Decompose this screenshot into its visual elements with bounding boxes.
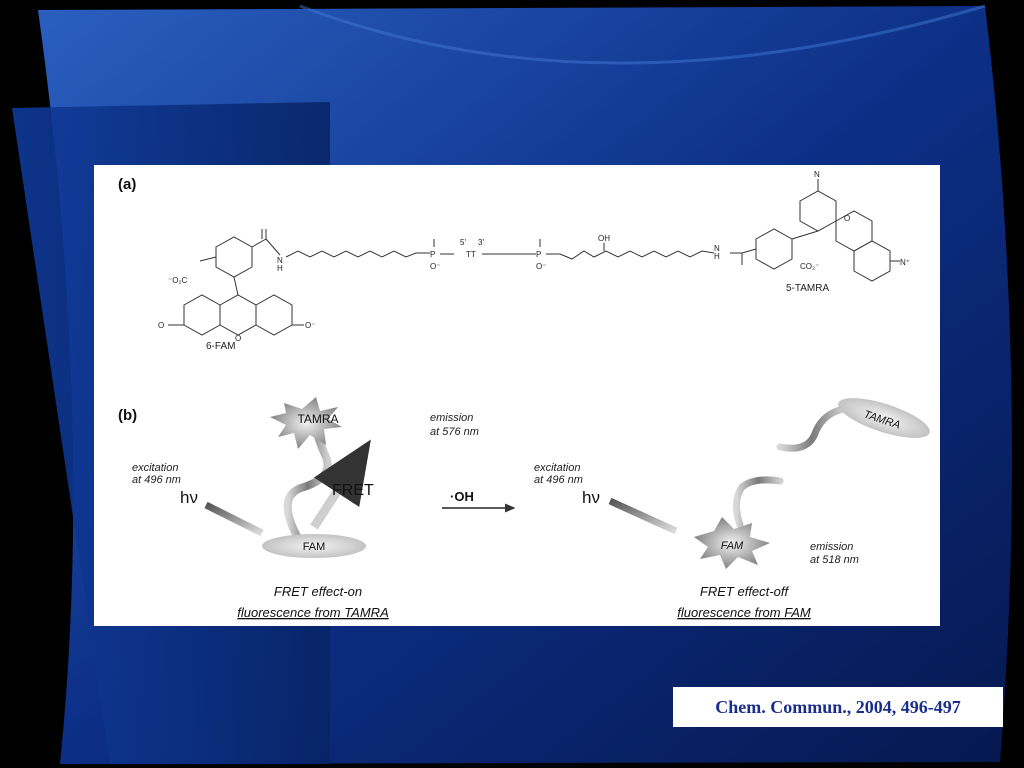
fret-off-scene: TAMRA FAM excitation at 496 nm hν emissi…	[534, 398, 930, 569]
fam-name: 6-FAM	[206, 341, 235, 352]
fam-label-right: FAM	[721, 540, 744, 552]
five-prime: 5'	[460, 238, 466, 247]
fam-o2c: ⁻O₂C	[168, 276, 188, 285]
tamra-o-ring: O	[844, 214, 850, 223]
citation-box: Chem. Commun., 2004, 496-497	[673, 687, 1003, 727]
panel-a-label: (a)	[118, 176, 136, 193]
excitation-right-2: at 496 nm	[534, 474, 583, 486]
panel-b: (b) TAMRA FAM excitation at 496 nm hν em…	[118, 397, 930, 620]
dna-fragment-lower	[733, 476, 784, 529]
tamra-co2: CO₂⁻	[800, 262, 819, 271]
fret-label: FRET	[332, 482, 374, 499]
excitation-beam-right	[608, 497, 678, 535]
tamra-ellipse-right	[838, 398, 930, 438]
linker-chain	[285, 250, 430, 258]
phosphate-2-neg: O⁻	[536, 262, 546, 271]
excitation-beam-left	[204, 501, 264, 537]
tamra-starburst	[270, 397, 342, 449]
hydroxyl-radical-label: ·OH	[450, 489, 474, 504]
tamra-label-left: TAMRA	[297, 412, 338, 426]
caption-fret-off-1: FRET effect-off	[700, 584, 790, 599]
caption-fret-on-1: FRET effect-on	[274, 584, 362, 599]
excitation-left-2: at 496 nm	[132, 474, 181, 486]
tamra-name: 5-TAMRA	[786, 283, 829, 294]
phosphate-1: P	[430, 250, 435, 259]
tamra-n-top: N	[814, 170, 820, 179]
fam-h: H	[277, 264, 283, 273]
fam-starburst	[694, 517, 770, 569]
fret-beam	[310, 439, 371, 530]
emission-518-2: at 518 nm	[810, 554, 859, 566]
excitation-right-1: excitation	[534, 462, 580, 474]
fam-ellipse-left	[262, 534, 366, 558]
figure-panel: (a) ⁻O₂C O O O⁻ N H 6-FAM P O⁻ 5' 3	[94, 165, 940, 626]
fam-o-minus: O⁻	[305, 321, 315, 330]
dna-fragment-upper	[776, 405, 848, 452]
emission-576-1: emission	[430, 412, 473, 424]
fret-on-scene: TAMRA FAM excitation at 496 nm hν emissi…	[132, 397, 479, 558]
hv-left: hν	[180, 488, 198, 507]
hv-right: hν	[582, 488, 600, 507]
panel-a: (a) ⁻O₂C O O O⁻ N H 6-FAM P O⁻ 5' 3	[118, 170, 910, 352]
emission-576-2: at 576 nm	[430, 426, 479, 438]
tamra-structure	[730, 179, 900, 282]
panel-b-label: (b)	[118, 407, 137, 424]
phosphate-1-neg: O⁻	[430, 262, 440, 271]
tamra-n-plus: N⁺	[900, 258, 910, 267]
three-prime: 3'	[478, 238, 484, 247]
caption-fret-off-2: fluorescence from FAM	[677, 605, 811, 620]
tamra-n: N	[714, 244, 720, 253]
fam-n: N	[277, 256, 283, 265]
tamra-h: H	[714, 252, 720, 261]
fam-label-left: FAM	[303, 541, 326, 553]
fam-structure	[168, 229, 304, 336]
fam-o-ring: O	[235, 334, 241, 343]
emission-518-1: emission	[810, 541, 853, 553]
hydroxyl: OH	[598, 234, 610, 243]
phosphate-2: P	[536, 250, 541, 259]
tt-nucleotides: TT	[466, 250, 476, 259]
fam-o-left: O	[158, 321, 164, 330]
caption-fret-on-2: fluorescence from TAMRA	[237, 605, 388, 620]
excitation-left-1: excitation	[132, 462, 178, 474]
